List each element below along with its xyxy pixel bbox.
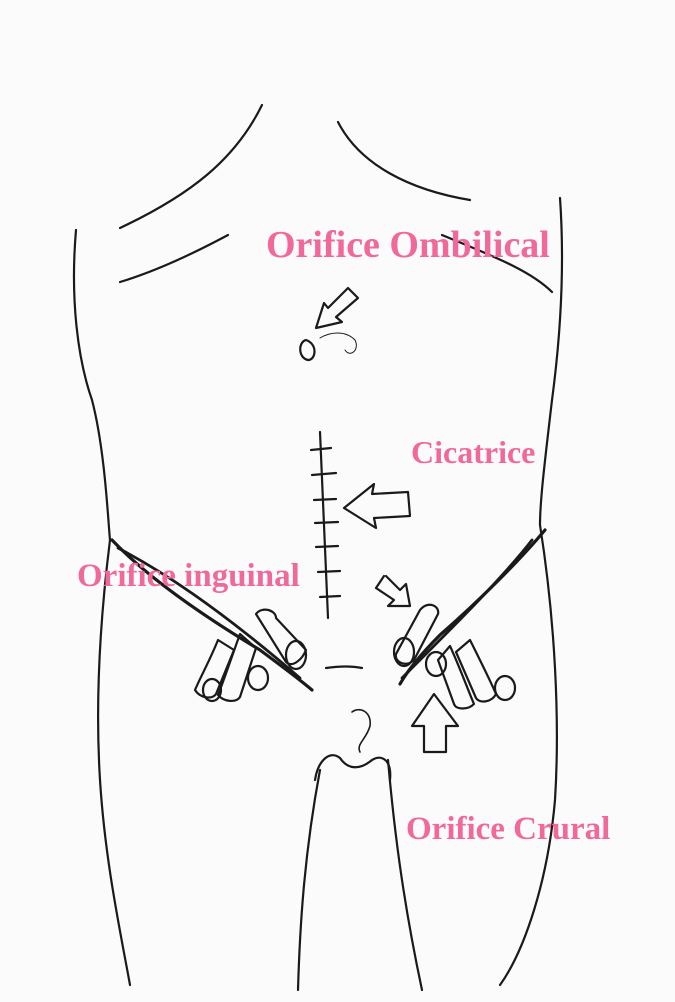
right-inner-thigh xyxy=(388,760,422,990)
left-leg-outline xyxy=(98,540,130,985)
inguinal-arrow-icon xyxy=(376,576,410,606)
cicatrice-arrow-icon xyxy=(344,484,410,528)
label-orifice-inguinal: Orifice inguinal xyxy=(77,560,300,593)
navel-scribble xyxy=(320,333,356,353)
midline-scar xyxy=(320,432,328,618)
left-chest-curve xyxy=(120,235,228,282)
right-leg-outline xyxy=(500,525,557,985)
crural-arrow-icon xyxy=(412,694,458,752)
pubic-line xyxy=(326,667,362,669)
left-shoulder-line xyxy=(120,105,262,228)
label-orifice-ombilical: Orifice Ombilical xyxy=(266,226,550,264)
genital-sketch xyxy=(315,755,390,780)
right-shoulder-line xyxy=(338,122,470,200)
genital-inner xyxy=(352,710,370,752)
left-inner-thigh xyxy=(298,770,320,990)
navel xyxy=(300,340,314,360)
left-torso-outline xyxy=(74,230,110,540)
umbilical-arrow-icon xyxy=(316,288,358,328)
left-retractors xyxy=(195,610,306,701)
label-cicatrice: Cicatrice xyxy=(411,436,535,468)
label-orifice-crural: Orifice Crural xyxy=(406,813,610,846)
